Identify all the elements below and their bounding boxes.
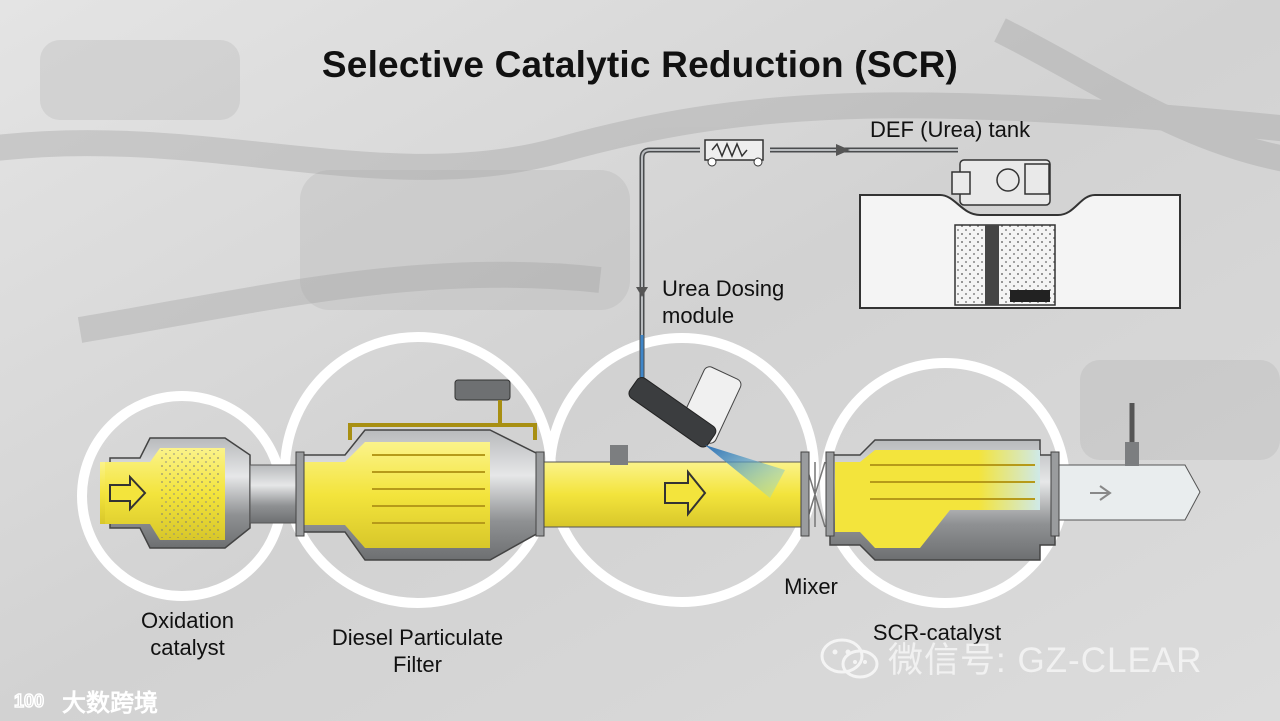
urea-pump [704,139,764,167]
wechat-watermark: 微信号: GZ-CLEAR [888,641,1203,680]
diagram-title: Selective Catalytic Reduction (SCR) [321,44,959,85]
diesel-particulate-filter-label: Diesel Particulate Filter [331,625,504,677]
oxidation-catalyst-label: Oxidation catalyst [141,608,234,660]
def-tank [859,159,1181,309]
dashu-logo-text: 大数跨境 [62,690,158,717]
wechat-icon [820,638,879,679]
urea-dosing-module [628,366,785,498]
mixer-label: Mixer [784,574,838,599]
urea-dosing-module-label: Urea Dosing module [662,276,785,328]
svg-text:100: 100 [14,691,44,711]
def-tank-label: DEF (Urea) tank [870,117,1031,142]
exhaust-pipe [100,366,1201,561]
scr-catalyst-label: SCR-catalyst [872,620,1002,645]
dashu-logo-icon: 100 [13,690,45,712]
